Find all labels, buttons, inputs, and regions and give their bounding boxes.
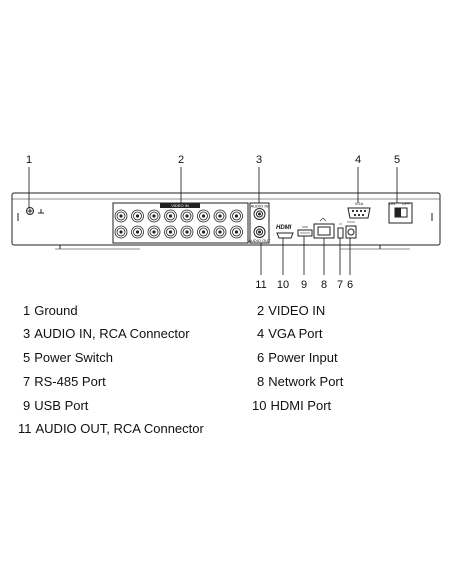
callout-1: 1 xyxy=(26,154,32,166)
audio-in-panel-label: AUDIO IN xyxy=(251,204,269,209)
bnc-connector xyxy=(213,225,227,239)
bnc-connector xyxy=(213,209,227,223)
audio-out-panel-label: AUDIO OUT xyxy=(248,238,271,243)
power-input xyxy=(345,221,357,239)
callout-5: 5 xyxy=(394,154,400,166)
bnc-connector xyxy=(197,225,210,239)
video-in-panel-label: VIDEO IN xyxy=(171,203,189,208)
bnc-connector xyxy=(131,225,144,239)
callout-9: 9 xyxy=(301,279,307,291)
power-switch: ON OFF xyxy=(388,201,413,224)
network-port xyxy=(313,217,335,239)
bnc-connectors xyxy=(114,209,243,239)
rs485-port xyxy=(337,223,344,239)
bnc-connector xyxy=(180,209,194,223)
audio-block: AUDIO IN AUDIO OUT xyxy=(248,202,271,244)
video-in-block: VIDEO IN xyxy=(112,202,249,244)
chassis xyxy=(11,192,441,250)
bnc-connector xyxy=(131,209,144,223)
callout-7: 7 xyxy=(337,279,343,291)
bnc-connector xyxy=(147,209,161,223)
bnc-connector xyxy=(230,225,243,239)
audio-in-connector xyxy=(253,208,266,220)
callout-2: 2 xyxy=(178,154,184,166)
hdmi-port: HDMI xyxy=(276,225,294,239)
ground-screw xyxy=(26,207,44,215)
bnc-connector xyxy=(147,225,161,239)
usb-port xyxy=(297,226,313,237)
callout-8: 8 xyxy=(321,279,327,291)
callout-10: 10 xyxy=(277,279,289,291)
bnc-connector xyxy=(164,209,177,223)
callout-11: 11 xyxy=(255,279,266,291)
bnc-connector xyxy=(114,225,128,239)
bnc-connector xyxy=(197,209,210,223)
rear-panel-diagram: VIDEO IN AUDIO IN AUDIO OUT HDMI xyxy=(11,154,441,291)
audio-out-connector xyxy=(253,226,266,238)
callout-lines xyxy=(28,167,398,275)
vga-panel-label: VGA xyxy=(355,201,364,206)
callout-3: 3 xyxy=(256,154,262,166)
bnc-connector xyxy=(114,209,128,223)
callout-6: 6 xyxy=(347,279,353,291)
bnc-connector xyxy=(164,225,177,239)
bnc-connector xyxy=(230,209,243,223)
callout-4: 4 xyxy=(355,154,361,166)
vga-port: VGA xyxy=(347,201,371,219)
hdmi-logo-text: HDMI xyxy=(276,225,292,231)
bnc-connector xyxy=(180,225,194,239)
